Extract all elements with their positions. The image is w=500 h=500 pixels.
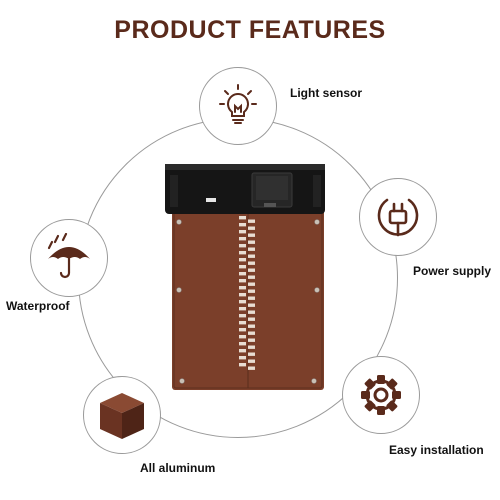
umbrella-icon [47, 233, 90, 279]
feature-label-all-aluminum: All aluminum [140, 461, 216, 475]
feature-label-power-supply: Power supply [413, 264, 492, 278]
feature-power-supply [359, 178, 437, 256]
feature-label-light-sensor: Light sensor [290, 86, 363, 100]
cube-icon [100, 393, 144, 439]
feature-waterproof [30, 219, 108, 297]
power-plug-icon [377, 198, 419, 237]
light-bulb-icon [219, 84, 257, 124]
feature-all-aluminum [83, 376, 161, 454]
page-title: PRODUCT FEATURES [114, 16, 386, 44]
feature-label-waterproof: Waterproof [6, 299, 70, 313]
feature-label-easy-installation: Easy installation [389, 443, 484, 457]
feature-easy-installation [342, 356, 420, 434]
gear-icon [361, 375, 401, 415]
feature-light-sensor [199, 67, 277, 145]
